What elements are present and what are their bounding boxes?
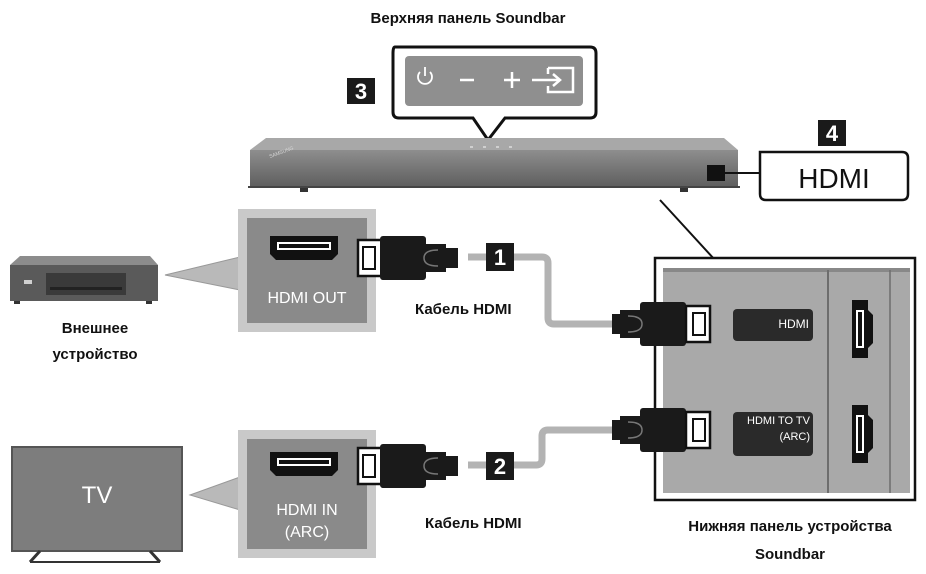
bottom-panel-zoom bbox=[653, 199, 917, 502]
hdmi-in-label-line2: (ARC) bbox=[284, 524, 330, 541]
hdmi-out-callout bbox=[164, 209, 376, 332]
tv-label: TV bbox=[81, 482, 113, 509]
top-panel-callout bbox=[391, 45, 598, 143]
svg-text:3: 3 bbox=[355, 79, 367, 104]
callout-3: 3 bbox=[347, 78, 375, 104]
hdmi-in-label-line1: HDMI IN bbox=[276, 502, 338, 519]
callout-2: 2 bbox=[486, 452, 514, 480]
svg-text:1: 1 bbox=[494, 245, 506, 270]
callout-1: 1 bbox=[486, 243, 514, 271]
external-device-label-line2: устройство bbox=[52, 346, 138, 363]
tv bbox=[11, 446, 183, 564]
callout-4: 4 bbox=[818, 120, 846, 146]
plus-icon bbox=[504, 72, 520, 88]
hdmi-socket-1 bbox=[852, 300, 873, 358]
hdmi-port-callout: HDMI bbox=[758, 150, 910, 202]
hdmi-socket-2 bbox=[852, 405, 873, 463]
input-source-icon bbox=[532, 66, 575, 94]
top-panel-label: Верхняя панель Soundbar bbox=[370, 10, 566, 27]
external-device bbox=[10, 256, 158, 304]
external-device-label-line1: Внешнее bbox=[61, 320, 129, 337]
bottom-panel-label-line2: Soundbar bbox=[755, 546, 825, 563]
hdmi-cable-2 bbox=[356, 408, 712, 488]
hdmi-connector-icon bbox=[270, 452, 338, 476]
hdmi-out-label: HDMI OUT bbox=[267, 290, 347, 307]
cable-1-label: Кабель HDMI bbox=[415, 301, 512, 318]
soundbar-port-hdmi-label: HDMI bbox=[778, 317, 809, 331]
soundbar-port-hdmi-to-tv-label-line1: HDMI TO TV bbox=[747, 415, 810, 427]
soundbar-port-hdmi-to-tv-label-line2: (ARC) bbox=[779, 431, 810, 443]
power-icon bbox=[417, 67, 433, 85]
svg-text:HDMI: HDMI bbox=[798, 163, 870, 194]
svg-text:4: 4 bbox=[826, 121, 839, 146]
bottom-panel-label-line1: Нижняя панель устройства bbox=[688, 518, 892, 535]
svg-text:2: 2 bbox=[494, 454, 506, 479]
hdmi-in-callout bbox=[188, 430, 376, 558]
cable-2-label: Кабель HDMI bbox=[425, 515, 522, 532]
hdmi-cable-1 bbox=[356, 236, 712, 346]
soundbar: SAMSUNG bbox=[248, 138, 740, 192]
hdmi-connector-icon bbox=[270, 236, 338, 260]
